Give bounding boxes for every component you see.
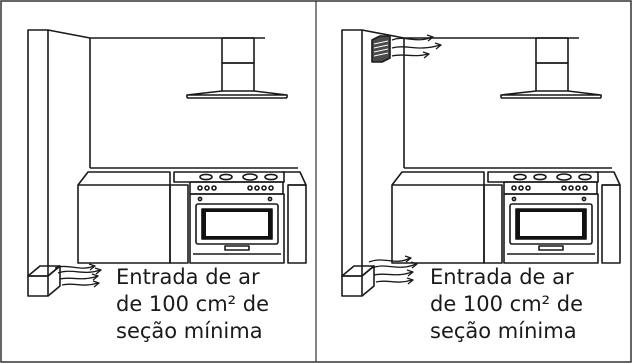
range-hood [500, 37, 602, 99]
left-cabinet [77, 171, 171, 264]
range-hood [186, 37, 288, 99]
caption-line: Entrada de ar [116, 265, 260, 289]
side-wall [27, 29, 49, 276]
cooker [169, 171, 285, 264]
air-intake-caption-left: Entrada de ar de 100 cm² de seção mínima [116, 264, 269, 345]
caption-line: de 100 cm² de [116, 292, 270, 316]
cooker [483, 171, 599, 264]
left-cabinet [391, 171, 485, 264]
caption-line: Entrada de ar [430, 265, 574, 289]
air-intake-caption-right: Entrada de ar de 100 cm² de seção mínima [430, 264, 583, 345]
kitchen-panel-right [341, 29, 621, 297]
caption-line: seção mínima [116, 319, 263, 343]
side-wall [341, 29, 363, 276]
caption-line: seção mínima [430, 319, 577, 343]
lower-air-inlet [27, 265, 61, 297]
caption-line: de 100 cm² de [430, 292, 584, 316]
upper-wall-vent [371, 35, 391, 63]
kitchen-panel-left [27, 29, 307, 297]
right-cabinet [282, 171, 307, 264]
lower-airflow-arrows [368, 255, 418, 285]
ceiling-edge [47, 29, 265, 39]
ceiling-edge [361, 29, 579, 39]
lower-air-inlet [341, 265, 375, 297]
right-cabinet [596, 171, 621, 264]
upper-airflow-arrows [391, 34, 442, 59]
lower-airflow-arrows [54, 263, 102, 288]
